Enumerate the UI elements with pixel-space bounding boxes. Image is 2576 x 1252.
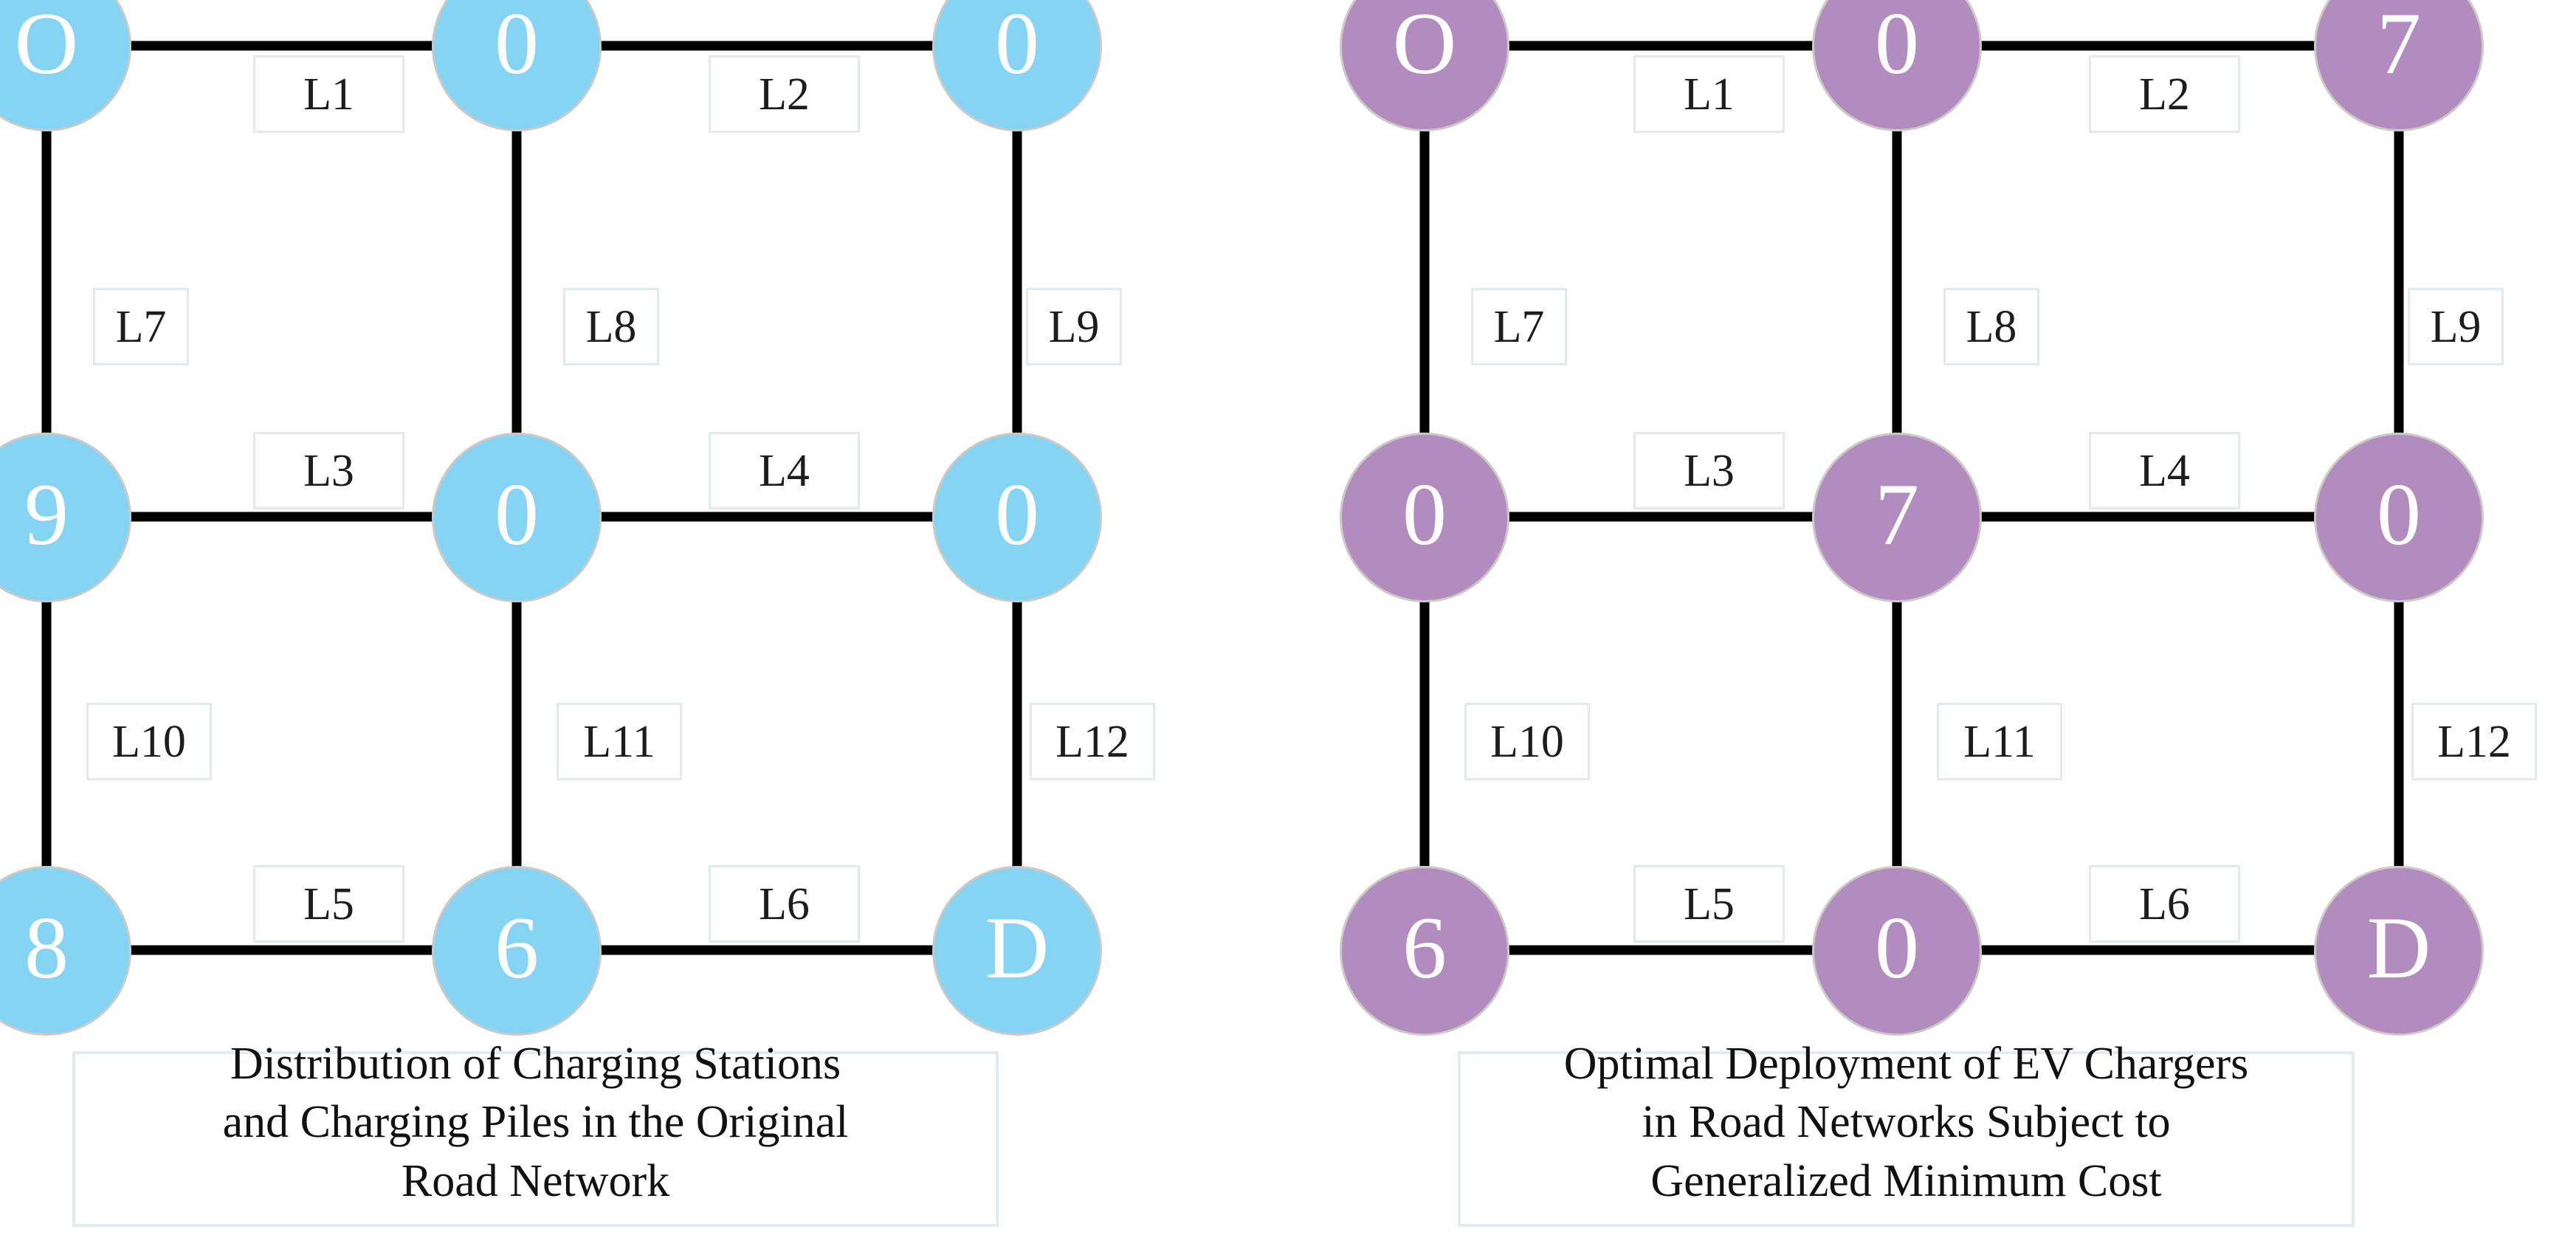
node-origin[interactable]: O — [1340, 0, 1509, 131]
node-label: 0 — [2377, 465, 2421, 563]
edge-label-L12: L12 — [1030, 703, 1155, 780]
edge-label-text: L10 — [1490, 716, 1564, 767]
edge-label-text: L2 — [2139, 69, 2190, 120]
edge-label-text: L1 — [1684, 69, 1735, 120]
edge-label-L10: L10 — [86, 703, 212, 780]
edge-label-L5: L5 — [1633, 865, 1785, 943]
node-r1c0[interactable]: 0 — [1340, 433, 1509, 602]
caption-line-1: Optimal Deployment of EV Chargers — [1563, 1039, 2249, 1089]
edge-label-L11: L11 — [557, 703, 682, 780]
edge-label-text: L6 — [2139, 878, 2190, 929]
edge-label-L1: L1 — [253, 55, 404, 133]
node-r1c1[interactable]: 0 — [432, 433, 602, 602]
edge-label-L11: L11 — [1937, 703, 2062, 780]
node-label: 0 — [995, 0, 1039, 92]
edge-label-text: L5 — [303, 878, 354, 929]
edge-label-L9: L9 — [1026, 288, 1122, 365]
caption-line-3: Road Network — [401, 1155, 670, 1206]
edge-label-text: L4 — [759, 445, 810, 496]
caption-line-1: Distribution of Charging Stations — [230, 1039, 841, 1089]
edge-label-L5: L5 — [253, 865, 404, 943]
edge-label-L4: L4 — [2089, 432, 2240, 509]
node-label: 0 — [495, 0, 539, 92]
node-r2c0[interactable]: 8 — [0, 866, 131, 1036]
caption-line-2: and Charging Piles in the Original — [222, 1097, 849, 1148]
node-label: 7 — [1875, 465, 1919, 563]
node-r1c2[interactable]: 0 — [932, 433, 1102, 602]
node-r2c1[interactable]: 0 — [1812, 866, 1982, 1036]
edge-label-L1: L1 — [1633, 55, 1785, 133]
node-destination[interactable]: D — [932, 866, 1102, 1036]
edge-label-L7: L7 — [93, 288, 189, 365]
edge-label-text: L3 — [1684, 445, 1735, 496]
node-r1c1[interactable]: 7 — [1812, 433, 1982, 602]
edge-label-L3: L3 — [253, 432, 404, 509]
edge-label-L10: L10 — [1464, 703, 1590, 780]
node-label: 9 — [24, 465, 69, 563]
caption-optimal-deployment: Optimal Deployment of EV Chargers in Roa… — [1458, 1039, 2355, 1227]
node-r1c2[interactable]: 0 — [2314, 433, 2484, 602]
node-r0c2[interactable]: 7 — [2314, 0, 2484, 131]
edge-label-text: L11 — [1963, 716, 2036, 767]
panel-optimal-deployment: O 0 7 0 7 0 6 0 D L1 L2 L3 L4 L5 L6 L7 — [1288, 0, 2576, 1252]
edge-label-L4: L4 — [709, 432, 860, 509]
panel-original-network: O 0 0 9 0 0 8 6 D L1 L2 L3 L4 L5 L6 L7 — [0, 0, 1155, 1227]
edge-label-L3: L3 — [1633, 432, 1785, 509]
edge-label-L8: L8 — [563, 288, 659, 365]
node-label: 0 — [1402, 465, 1447, 563]
node-r2c1[interactable]: 6 — [432, 866, 602, 1036]
node-label: 8 — [24, 898, 69, 997]
edge-label-text: L1 — [303, 69, 354, 120]
edge-label-text: L3 — [303, 445, 354, 496]
edge-label-text: L12 — [1055, 716, 1129, 767]
edge-label-text: L4 — [2139, 445, 2190, 496]
edge-label-text: L7 — [115, 301, 167, 352]
edge-label-text: L7 — [1493, 301, 1545, 352]
node-label: D — [985, 898, 1050, 997]
edge-label-text: L11 — [583, 716, 655, 767]
edge-label-text: L10 — [112, 716, 186, 767]
edge-label-L2: L2 — [709, 55, 860, 133]
node-label: O — [14, 0, 79, 92]
edge-label-text: L12 — [2437, 716, 2511, 767]
node-r2c0[interactable]: 6 — [1340, 866, 1509, 1036]
node-label: O — [1392, 0, 1457, 92]
edge-label-L7: L7 — [1471, 288, 1567, 365]
edge-label-L12: L12 — [2411, 703, 2537, 780]
node-label: D — [2366, 898, 2431, 997]
caption-line-3: Generalized Minimum Cost — [1650, 1155, 2162, 1206]
node-label: 0 — [995, 465, 1039, 563]
node-destination[interactable]: D — [2314, 866, 2484, 1036]
node-r1c0[interactable]: 9 — [0, 433, 131, 602]
edge-label-text: L8 — [585, 301, 637, 352]
node-label: 0 — [495, 465, 539, 563]
caption-original-network: Distribution of Charging Stations and Ch… — [72, 1039, 999, 1227]
node-label: 6 — [1402, 898, 1447, 997]
node-label: 6 — [495, 898, 539, 997]
edge-label-text: L9 — [1048, 301, 1100, 352]
edge-label-text: L5 — [1684, 878, 1735, 929]
edge-label-L2: L2 — [2089, 55, 2240, 133]
caption-line-2: in Road Networks Subject to — [1642, 1097, 2171, 1148]
edge-label-L6: L6 — [2089, 865, 2240, 943]
edge-label-L6: L6 — [709, 865, 860, 943]
edge-label-text: L6 — [759, 878, 810, 929]
node-r0c1[interactable]: 0 — [1812, 0, 1982, 131]
edge-label-text: L2 — [759, 69, 810, 120]
node-label: 7 — [2377, 0, 2421, 92]
edge-label-text: L9 — [2430, 301, 2482, 352]
edge-label-L9: L9 — [2408, 288, 2504, 365]
edge-label-L8: L8 — [1943, 288, 2039, 365]
node-label: 0 — [1875, 898, 1919, 997]
node-label: 0 — [1875, 0, 1919, 92]
edge-label-text: L8 — [1966, 301, 2017, 352]
